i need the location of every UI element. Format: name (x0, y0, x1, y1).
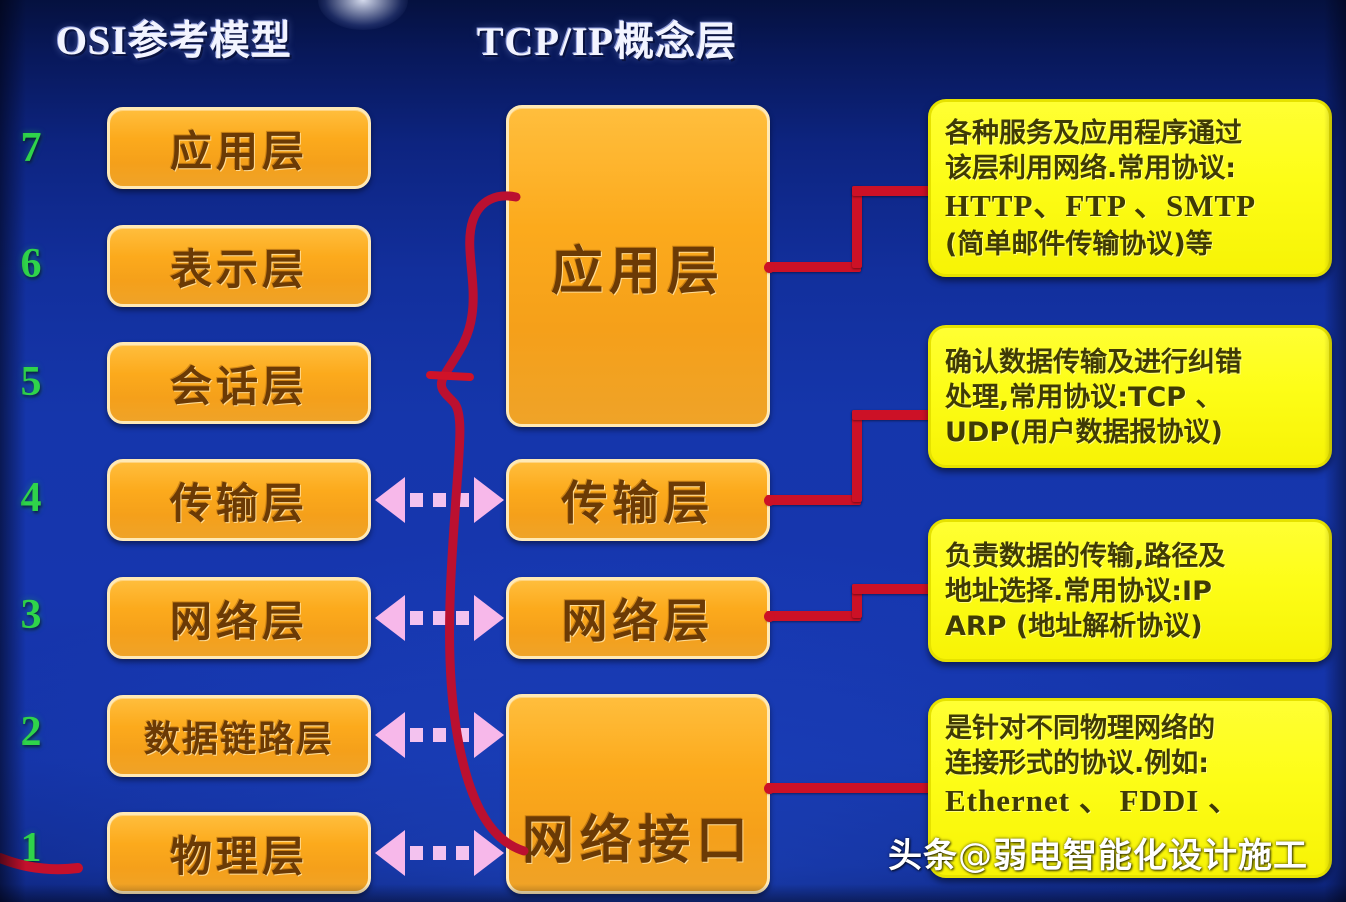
arrow-dash (410, 493, 423, 507)
arrow-right-head-icon (474, 595, 504, 641)
osi-layer-label-application: 应用层 (169, 126, 308, 176)
watermark-at-symbol: @ (958, 836, 993, 876)
connector-1-seg-h2 (852, 186, 934, 196)
arrow-right-head-icon (474, 830, 504, 876)
tcpip-layer-box-application[interactable]: 应用层 (506, 105, 770, 427)
watermark-brand: 头条 (888, 836, 958, 876)
osi-layer-label-network: 网络层 (169, 596, 308, 646)
page-title-osi: OSI参考模型 (56, 18, 292, 63)
callout-application-line-3: HTTP、FTP 、SMTP (945, 188, 1257, 224)
arrow-dash (456, 493, 469, 507)
connector-1-dot-start (764, 262, 775, 273)
callout-network-interface-line-1: 是针对不同物理网络的 (945, 713, 1215, 744)
osi-layer-number-5: 5 (20, 359, 42, 405)
connector-2-seg-h2 (852, 410, 934, 420)
callout-transport-line-1: 确认数据传输及进行纠错 (945, 346, 1242, 378)
mapping-arrow-transport (375, 477, 504, 523)
connector-3-seg-h1 (766, 611, 861, 621)
watermark-account: 弱电智能化设计施工 (993, 836, 1308, 876)
callout-network-line-1: 负责数据的传输,路径及 (945, 540, 1226, 572)
osi-layer-box-transport[interactable]: 传输层 (107, 459, 371, 541)
osi-layer-box-datalink[interactable]: 数据链路层 (107, 695, 371, 777)
callout-transport-line-3: UDP(用户数据报协议) (945, 417, 1223, 449)
callout-network[interactable]: 负责数据的传输,路径及 地址选择.常用协议:IP ARP (地址解析协议) (928, 519, 1332, 662)
arrow-right-head-icon (474, 712, 504, 758)
callout-application[interactable]: 各种服务及应用程序通过 该层利用网络.常用协议: HTTP、FTP 、SMTP … (928, 99, 1332, 277)
arrow-right-head-icon (474, 477, 504, 523)
mapping-arrow-datalink (375, 712, 504, 758)
osi-layer-box-presentation[interactable]: 表示层 (107, 225, 371, 307)
callout-transport[interactable]: 确认数据传输及进行纠错 处理,常用协议:TCP 、 UDP(用户数据报协议) (928, 325, 1332, 468)
osi-layer-number-4: 4 (20, 475, 42, 521)
connector-3-dot-start (764, 611, 775, 622)
callout-application-line-1: 各种服务及应用程序通过 (945, 118, 1242, 150)
connector-3-seg-h2 (852, 584, 934, 594)
osi-layer-number-1: 1 (20, 825, 42, 871)
page-title-tcpip: TCP/IP概念层 (477, 19, 738, 64)
arrow-left-head-icon (375, 712, 405, 758)
watermark: 头条@弱电智能化设计施工 (888, 828, 1308, 877)
tcpip-layer-label-network-interface: 网络接口 (521, 811, 754, 871)
arrow-dash (433, 611, 446, 625)
osi-layer-box-application[interactable]: 应用层 (107, 107, 371, 189)
arrow-dash (433, 846, 446, 860)
osi-layer-box-network[interactable]: 网络层 (107, 577, 371, 659)
arrow-left-head-icon (375, 830, 405, 876)
arrow-dash (456, 611, 469, 625)
callout-application-line-2: 该层利用网络.常用协议: (945, 153, 1237, 185)
tcpip-layer-label-application: 应用层 (550, 241, 725, 302)
callout-application-line-4: (简单邮件传输协议)等 (945, 228, 1213, 260)
connector-1-seg-v (852, 186, 862, 268)
arrow-dash (410, 611, 423, 625)
osi-layer-label-transport: 传输层 (169, 478, 308, 528)
osi-layer-number-6: 6 (20, 241, 42, 287)
osi-layer-box-physical[interactable]: 物理层 (107, 812, 371, 894)
arrow-dash (410, 846, 423, 860)
osi-layer-label-session: 会话层 (169, 361, 308, 411)
connector-3-seg-v (852, 584, 862, 618)
callout-transport-line-2: 处理,常用协议:TCP 、 (945, 381, 1223, 413)
mapping-arrow-physical (375, 830, 504, 876)
osi-layer-number-3: 3 (20, 592, 42, 638)
callout-network-interface-line-3: Ethernet 、 FDDI 、 (945, 783, 1241, 819)
osi-layer-number-2: 2 (20, 709, 42, 755)
arrow-left-head-icon (375, 477, 405, 523)
mapping-arrow-network (375, 595, 504, 641)
callout-network-line-2: 地址选择.常用协议:IP (945, 575, 1212, 607)
tcpip-layer-box-network[interactable]: 网络层 (506, 577, 770, 659)
osi-layer-label-physical: 物理层 (169, 831, 308, 881)
callout-network-line-3: ARP (地址解析协议) (945, 611, 1203, 643)
arrow-dash (433, 728, 446, 742)
tcpip-layer-box-network-interface[interactable]: 网络接口 (506, 694, 770, 894)
connector-2-dot-start (764, 495, 775, 506)
connector-2-seg-h1 (766, 495, 861, 505)
connector-4-seg-h (766, 783, 934, 793)
callout-network-interface-line-2: 连接形式的协议.例如: (945, 748, 1210, 780)
arrow-dash (410, 728, 423, 742)
connector-4-dot-start (764, 783, 775, 794)
arrow-left-head-icon (375, 595, 405, 641)
tcpip-layer-label-network: 网络层 (561, 594, 715, 648)
osi-layer-number-7: 7 (20, 125, 42, 171)
osi-layer-label-datalink: 数据链路层 (143, 719, 334, 760)
connector-1-seg-h1 (766, 262, 861, 272)
osi-layer-box-session[interactable]: 会话层 (107, 342, 371, 424)
arrow-dash (456, 846, 469, 860)
connector-2-seg-v (852, 410, 862, 502)
osi-layer-label-presentation: 表示层 (169, 244, 308, 294)
callout-network-interface[interactable]: 是针对不同物理网络的 连接形式的协议.例如: Ethernet 、 FDDI 、 (928, 698, 1332, 878)
tcpip-layer-box-transport[interactable]: 传输层 (506, 459, 770, 541)
arrow-dash (433, 493, 446, 507)
tcpip-layer-label-transport: 传输层 (561, 476, 715, 530)
highlight-glare (318, 0, 408, 30)
arrow-dash (456, 728, 469, 742)
